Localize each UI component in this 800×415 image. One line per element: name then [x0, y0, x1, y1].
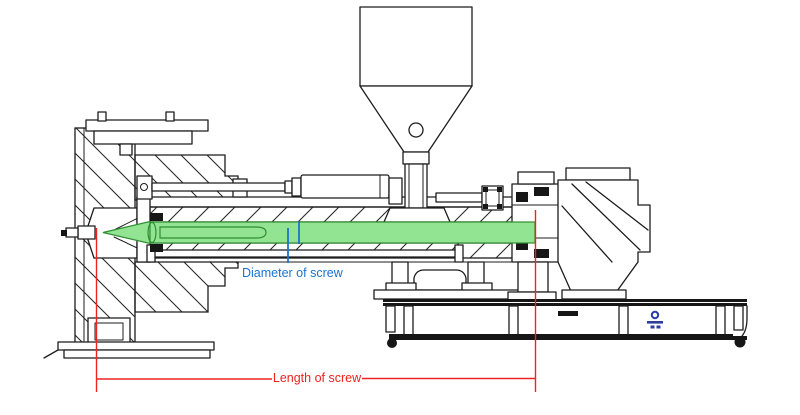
diameter-callout-lines: [287, 222, 300, 263]
screw: [102, 213, 536, 252]
brand-logo-icon: [647, 310, 663, 329]
base-name-plate: [558, 311, 578, 316]
hopper: [359, 6, 504, 223]
nozzle-tip: [61, 225, 96, 240]
machine-base: [383, 299, 748, 348]
screw-shaft: [149, 221, 536, 244]
gearbox-drive-unit: [557, 167, 651, 300]
diameter-of-screw-label: Diameter of screw: [242, 266, 344, 280]
left-caster-wheel: [387, 338, 397, 348]
length-dimension-lines: [95, 210, 537, 392]
carriage-cylinder: [136, 174, 403, 205]
length-of-screw-label: Length of screw: [273, 371, 362, 385]
